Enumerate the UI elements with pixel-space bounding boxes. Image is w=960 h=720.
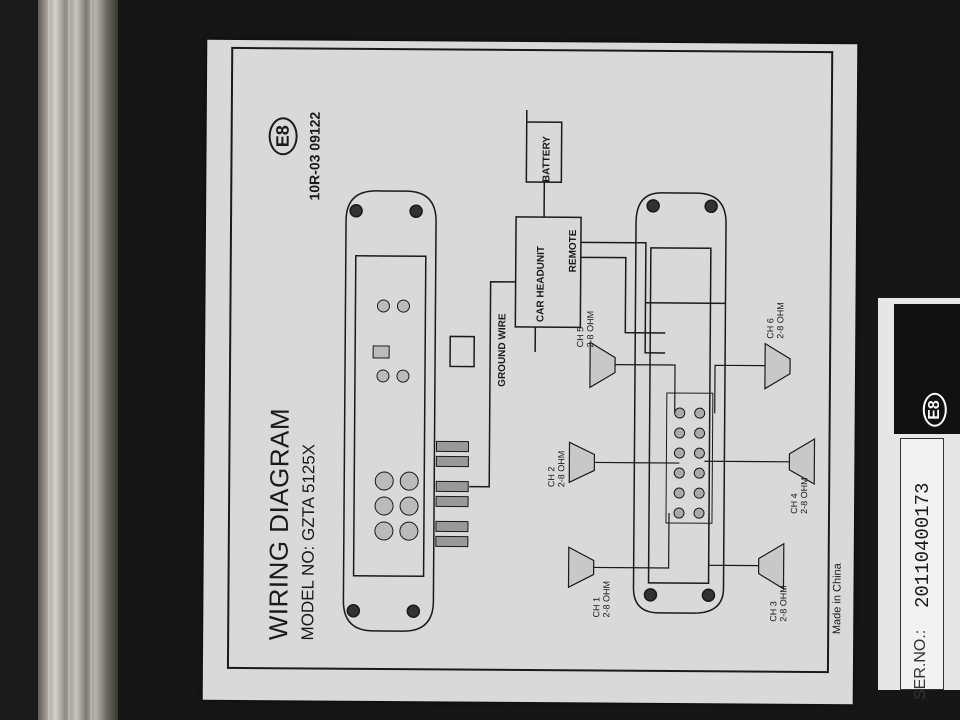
- ground-wire-label: GROUND WIRE: [496, 313, 509, 387]
- rca-cables: [435, 440, 470, 548]
- amp-right-outline: [632, 192, 727, 614]
- certification-code: 10R-03 09122: [306, 111, 323, 201]
- aluminum-rail: [38, 0, 118, 720]
- diagram-graphics: [226, 46, 834, 674]
- diagram-title: WIRING DIAGRAM: [263, 407, 295, 641]
- speaker-terminals: [665, 392, 714, 524]
- made-in-label: Made in China: [831, 563, 844, 635]
- wires: [469, 109, 726, 488]
- amp-left-outline: [342, 190, 437, 632]
- speakers: [567, 341, 816, 590]
- remote-label: REMOTE: [567, 229, 579, 273]
- e8-cert-mark: E8: [268, 117, 298, 156]
- headunit-label: CAR HEADUNIT: [535, 245, 547, 323]
- serial-box: [900, 438, 944, 690]
- remote-knob-box: [449, 335, 476, 368]
- battery-label: BATTERY: [541, 135, 553, 183]
- ser-no-label: SER.NO.:: [912, 629, 929, 700]
- speaker-wires: [593, 363, 790, 569]
- wiring-diagram-plate: WIRING DIAGRAM MODEL NO: GZTA 5125X 10R-…: [202, 39, 858, 705]
- serial-number: 20110400173: [912, 482, 934, 608]
- sticker-dark-panel: [894, 304, 960, 434]
- amp-left-knobs: [372, 299, 419, 541]
- model-number: MODEL NO: GZTA 5125X: [298, 443, 319, 641]
- sticker-e8-mark: E8: [922, 393, 947, 427]
